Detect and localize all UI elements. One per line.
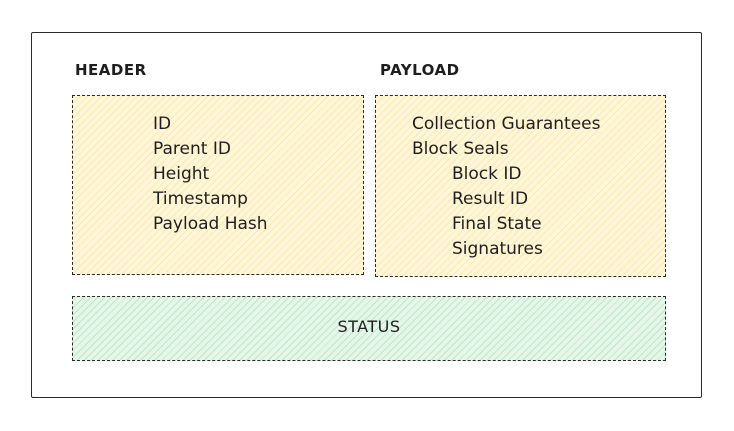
seal-field: Final State <box>452 214 542 234</box>
header-field: Height <box>153 164 210 184</box>
seal-field: Block ID <box>452 164 522 184</box>
payload-field: Collection Guarantees <box>412 114 601 134</box>
payload-field: Block Seals <box>412 139 509 159</box>
header-section-title: HEADER <box>75 61 147 79</box>
header-box: ID Parent ID Height Timestamp Payload Ha… <box>72 95 364 275</box>
header-field: Timestamp <box>153 189 248 209</box>
header-field: ID <box>153 114 172 134</box>
seal-field: Result ID <box>452 189 529 209</box>
status-label: STATUS <box>337 317 401 336</box>
header-field: Payload Hash <box>153 214 268 234</box>
header-field: Parent ID <box>153 139 231 159</box>
payload-box: Collection Guarantees Block Seals Block … <box>375 95 666 277</box>
seal-field: Signatures <box>452 239 543 259</box>
payload-section-title: PAYLOAD <box>380 61 460 79</box>
block-diagram-frame <box>31 32 702 398</box>
status-box: STATUS <box>72 296 666 361</box>
